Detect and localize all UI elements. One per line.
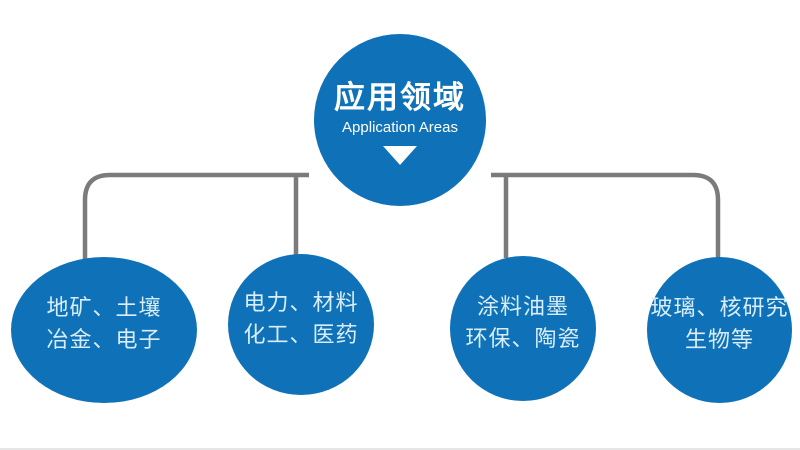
node-glass-nuclear-biology: 玻璃、核研究 生物等 <box>647 257 792 403</box>
connector-left-branch <box>82 172 309 263</box>
node-label-line2: 生物等 <box>684 327 754 352</box>
node-label-line1: 电力、材料 <box>243 289 359 315</box>
bottom-divider <box>0 448 800 450</box>
node-geology-soil-metallurgy-electronics: 地矿、土壤 冶金、电子 <box>11 257 197 403</box>
node-label: 涂料油墨 环保、陶瓷 <box>465 291 580 355</box>
node-label: 玻璃、核研究 生物等 <box>650 292 788 356</box>
node-power-materials-chemical-medicine: 电力、材料 化工、医药 <box>228 254 374 395</box>
node-coatings-ink-environment-ceramics: 涂料油墨 环保、陶瓷 <box>450 256 596 401</box>
connector-right-branch <box>491 172 721 260</box>
node-label: 地矿、土壤 冶金、电子 <box>46 292 161 356</box>
node-label-line2: 环保、陶瓷 <box>465 325 581 351</box>
node-label-line2: 冶金、电子 <box>46 327 162 352</box>
node-label-line2: 化工、医药 <box>243 321 359 347</box>
arrow-down-icon <box>383 146 417 166</box>
root-subtitle: Application Areas <box>342 119 458 137</box>
root-node-application-areas: 应用领域 Application Areas <box>314 34 486 206</box>
root-title: 应用领域 <box>334 79 466 115</box>
node-label-line1: 玻璃、核研究 <box>650 295 789 321</box>
node-label-line1: 涂料油墨 <box>476 293 569 319</box>
node-label: 电力、材料 化工、医药 <box>243 287 358 351</box>
node-label-line1: 地矿、土壤 <box>46 295 162 321</box>
